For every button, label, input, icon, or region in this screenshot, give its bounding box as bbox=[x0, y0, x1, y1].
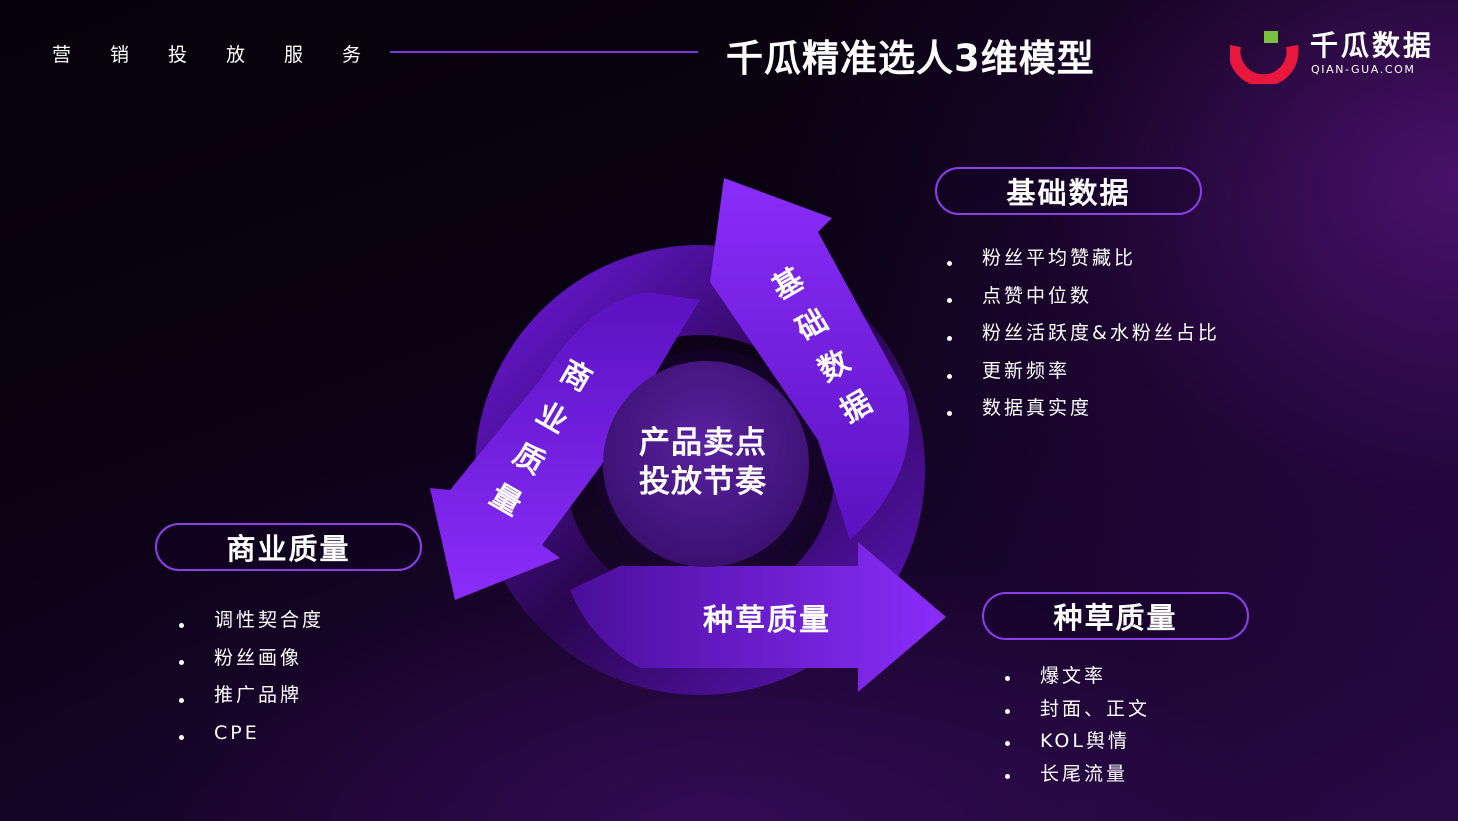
list-item: CPE bbox=[178, 719, 324, 757]
arrow-business bbox=[430, 292, 700, 600]
list-item: 数据真实度 bbox=[946, 394, 1220, 432]
qiangua-logo-icon bbox=[1230, 31, 1299, 84]
seeding-quality-list: 爆文率 封面、正文 KOL舆情 长尾流量 bbox=[1004, 662, 1150, 792]
logo-name: 千瓜数据 bbox=[1310, 29, 1435, 62]
list-item: 长尾流量 bbox=[1004, 760, 1150, 793]
center-circle bbox=[603, 361, 809, 567]
basic-data-list: 粉丝平均赞藏比 点赞中位数 粉丝活跃度&水粉丝占比 更新频率 数据真实度 bbox=[946, 244, 1220, 432]
list-item: KOL舆情 bbox=[1004, 727, 1150, 760]
header-divider bbox=[390, 51, 698, 53]
section-title-seeding: 种草质量 bbox=[982, 592, 1249, 640]
center-label-line: 产品卖点 bbox=[639, 425, 767, 461]
logo-ring bbox=[1230, 44, 1299, 84]
list-item: 更新频率 bbox=[946, 357, 1220, 395]
arrow-basic bbox=[710, 178, 910, 540]
list-item: 粉丝平均赞藏比 bbox=[946, 244, 1220, 282]
list-item: 粉丝画像 bbox=[178, 644, 324, 682]
list-item: 调性契合度 bbox=[178, 606, 324, 644]
list-item: 推广品牌 bbox=[178, 681, 324, 719]
center-label-line: 投放节奏 bbox=[639, 464, 767, 500]
center-label: 产品卖点 投放节奏 bbox=[603, 424, 803, 502]
logo-leaf bbox=[1264, 31, 1278, 43]
list-item: 粉丝活跃度&水粉丝占比 bbox=[946, 319, 1220, 357]
logo-url: QIAN-GUA.COM bbox=[1311, 63, 1416, 76]
list-item: 爆文率 bbox=[1004, 662, 1150, 695]
section-title-basic: 基础数据 bbox=[935, 167, 1202, 215]
business-quality-list: 调性契合度 粉丝画像 推广品牌 CPE bbox=[178, 606, 324, 756]
arrow-seeding bbox=[570, 542, 946, 692]
section-title-business: 商业质量 bbox=[155, 523, 422, 571]
list-item: 点赞中位数 bbox=[946, 282, 1220, 320]
page-title: 千瓜精准选人3维模型 bbox=[726, 37, 1095, 80]
arrow-seeding-label: 种草质量 bbox=[703, 603, 831, 638]
service-label: 营销投放服务 bbox=[52, 44, 401, 66]
list-item: 封面、正文 bbox=[1004, 695, 1150, 728]
